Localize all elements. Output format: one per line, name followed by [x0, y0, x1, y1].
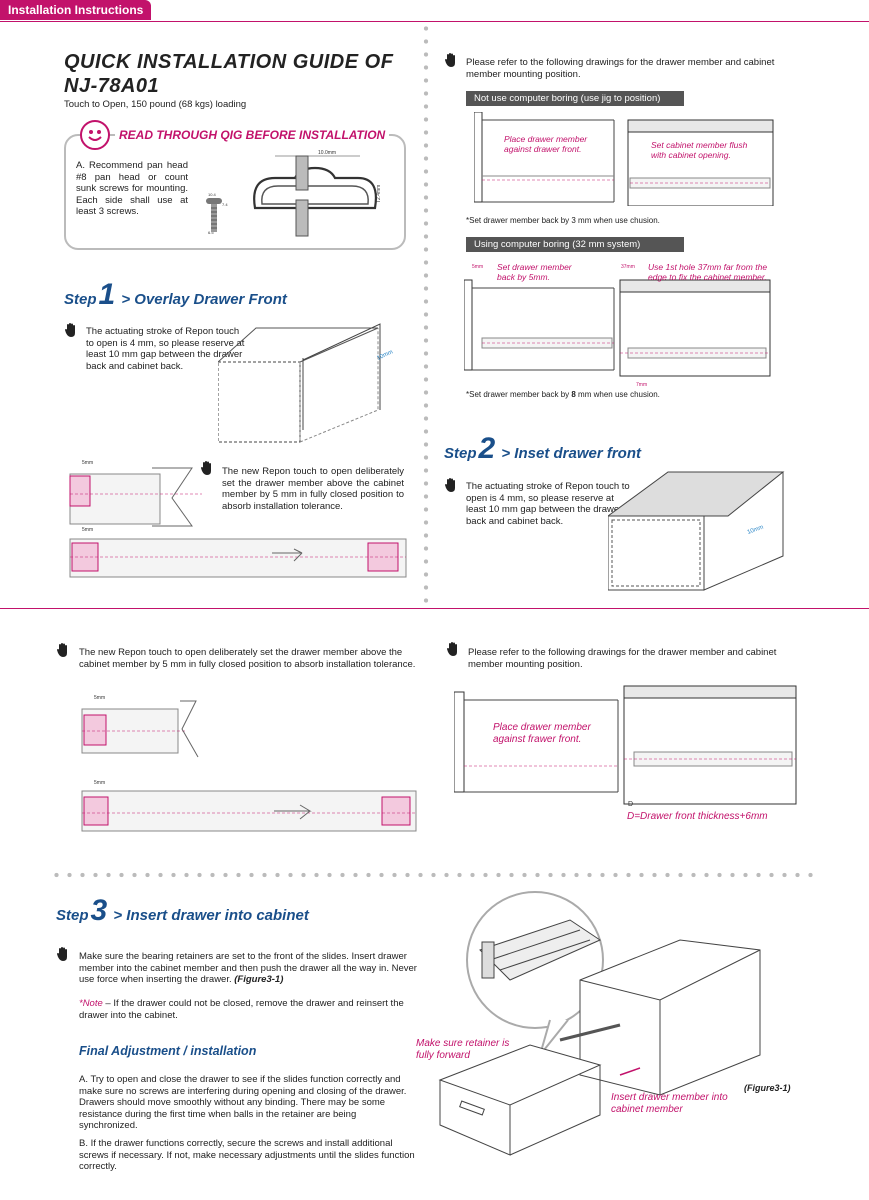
- step1-dim: 10mm: [376, 349, 394, 361]
- pink-note2: Set cabinet member flush with cabinet op…: [651, 140, 748, 160]
- hand-pointer-icon: [445, 478, 455, 492]
- dim37: 37mm: [621, 264, 635, 270]
- hand-pointer-icon: [447, 642, 457, 656]
- dim-d: D: [628, 801, 633, 808]
- header-rule: [0, 21, 869, 22]
- step3-note: *Note – If the drawer could not be close…: [79, 998, 417, 1021]
- final-b: B. If the drawer functions correctly, se…: [79, 1138, 415, 1172]
- pink-note4: Use 1st hole 37mm far from the edge to f…: [648, 262, 768, 282]
- hand-pointer-icon: [57, 947, 67, 961]
- step2-label: > Inset drawer front: [501, 445, 641, 462]
- step3-note-label: *Note: [79, 998, 103, 1009]
- mid-slide-diagram2: 5mm: [81, 780, 417, 832]
- final-heading: Final Adjustment / installation: [79, 1044, 257, 1058]
- final-a: A. Try to open and close the drawer to s…: [79, 1074, 407, 1131]
- callout-retainer: Make sure retainer is fully forward: [416, 1038, 510, 1061]
- step3-num: 3: [90, 894, 108, 927]
- figure3-1-diagram: [438, 891, 761, 1156]
- vertical-dot-divider: [423, 22, 429, 608]
- mid-pink: Place drawer member against frawer front…: [493, 722, 591, 745]
- step3-word: Step: [56, 907, 89, 924]
- note1: *Set drawer member back by 3 mm when use…: [466, 216, 660, 225]
- hand-pointer-icon: [65, 323, 75, 337]
- inset-cabinet-diagram: 10mm: [608, 471, 785, 591]
- mid-dim5a: 5mm: [94, 695, 105, 701]
- step2-text: The actuating stroke of Repon touch to o…: [466, 481, 630, 527]
- screw-diagram: 10.4 7.4 6.5 10.0mm T2.4mm: [206, 150, 382, 237]
- step3-note-text: – If the drawer could not be closed, rem…: [79, 998, 404, 1021]
- mid-dim5b: 5mm: [94, 780, 105, 786]
- mid-right-text: Please refer to the following drawings f…: [468, 647, 777, 670]
- hand-pointer-icon: [201, 461, 211, 475]
- qig-text: A. Recommend pan head #8 pan head or cou…: [76, 160, 188, 217]
- step1-text2: The new Repon touch to open deliberately…: [222, 466, 404, 512]
- qig-heading: READ THROUGH QIG BEFORE INSTALLATION: [115, 128, 390, 142]
- note2: *Set drawer member back by 8 mm when use…: [466, 390, 660, 399]
- pink-note1: Place drawer member against drawer front…: [504, 134, 588, 154]
- title-line1: QUICK INSTALLATION GUIDE OF: [64, 51, 394, 73]
- step3-text-main: Make sure the bearing retainers are set …: [79, 951, 417, 985]
- hand-pointer-icon: [445, 53, 455, 67]
- dim-top: 10.0mm: [318, 150, 336, 156]
- bar-boring: Using computer boring (32 mm system): [466, 237, 684, 252]
- step1-slide-diagram2: 5mm: [69, 527, 407, 578]
- smiley-icon: [80, 120, 110, 150]
- step2-num: 2: [478, 432, 496, 465]
- step1-num: 1: [98, 278, 116, 311]
- boring-diagram: 5mm 37mm 7mm: [464, 264, 771, 388]
- dim7: 7mm: [636, 382, 647, 388]
- right-intro: Please refer to the following drawings f…: [466, 57, 775, 80]
- step2-heading: Step2 > Inset drawer front: [444, 432, 641, 466]
- note2-post: mm when use chusion.: [575, 390, 660, 399]
- bar-no-boring: Not use computer boring (use jig to posi…: [466, 91, 684, 106]
- note2-pre: *Set drawer member back by: [466, 390, 572, 399]
- dim-side: T2.4mm: [376, 185, 382, 203]
- step1-label: > Overlay Drawer Front: [121, 291, 287, 308]
- no-boring-diagram: [474, 112, 774, 206]
- overlay-cabinet-diagram: 10mm: [218, 323, 394, 443]
- step2-dim: 10mm: [747, 525, 765, 536]
- hand-pointer-icon: [57, 643, 67, 657]
- note2-bold: 8: [571, 390, 576, 399]
- mid-mount-diagram: D: [454, 685, 797, 808]
- figure-label: (Figure3-1): [744, 1083, 791, 1093]
- step3-heading: Step3 > Insert drawer into cabinet: [56, 894, 309, 928]
- mid-slide-diagram1: 5mm: [81, 695, 199, 758]
- page-subtitle: Touch to Open, 150 pound (68 kgs) loadin…: [64, 99, 247, 110]
- step3-text-fig: (Figure3-1): [234, 974, 284, 985]
- mid-formula: D=Drawer front thickness+6mm: [627, 811, 768, 822]
- pink-note3: Set drawer member back by 5mm.: [497, 262, 572, 282]
- dim-small3: 6.5: [208, 230, 214, 235]
- dim-small1: 10.4: [208, 192, 217, 197]
- step1-dim5a: 5mm: [82, 460, 93, 466]
- step2-word: Step: [444, 445, 477, 462]
- step1-heading: Step1 > Overlay Drawer Front: [64, 278, 287, 312]
- dim-small2: 7.4: [222, 202, 228, 207]
- title-line2: NJ-78A01: [64, 75, 160, 97]
- step1-dim5b: 5mm: [82, 527, 93, 533]
- callout-insert: Insert drawer member into cabinet member: [611, 1092, 728, 1115]
- dim5: 5mm: [472, 264, 483, 270]
- horizontal-dot-divider: [50, 872, 820, 878]
- page-title: QUICK INSTALLATION GUIDE OF NJ-78A01: [64, 50, 393, 98]
- step1-text1: The actuating stroke of Repon touch to o…: [86, 326, 245, 372]
- step1-slide-diagram1: 5mm: [69, 460, 202, 527]
- mid-left-text: The new Repon touch to open deliberately…: [79, 647, 416, 670]
- header-tab: Installation Instructions: [0, 0, 152, 20]
- middle-rule: [0, 608, 869, 609]
- step3-text: Make sure the bearing retainers are set …: [79, 951, 417, 986]
- step3-label: > Insert drawer into cabinet: [113, 907, 309, 924]
- step1-word: Step: [64, 291, 97, 308]
